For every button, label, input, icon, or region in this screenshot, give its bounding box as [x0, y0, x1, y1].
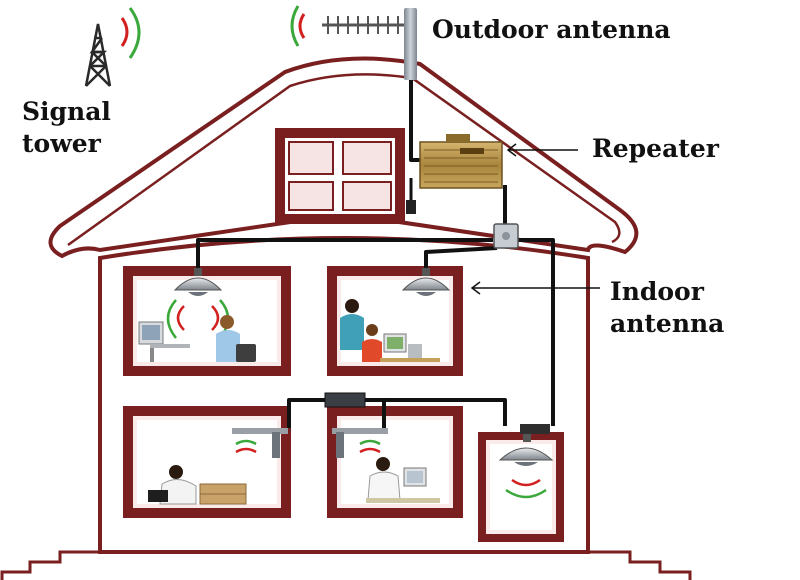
ceiling-antenna-icon: [166, 268, 554, 499]
worker-lower-left: [148, 465, 247, 505]
yagi-antenna-icon: [290, 5, 417, 80]
cable-to-lower-middle: [364, 398, 386, 428]
cable-to-upper-right-antenna: [424, 246, 498, 270]
attic-window: [275, 128, 405, 224]
panel-antenna-lower-left: [232, 428, 288, 458]
antenna-mast: [404, 8, 417, 80]
cable-to-upper-left-antenna: [196, 238, 493, 270]
cable-lower-trunk: [287, 398, 507, 428]
ceiling-antenna-small-room: [498, 424, 554, 499]
signal-tower-label: Signal tower: [22, 96, 111, 160]
repeater-arrow: [506, 143, 578, 157]
roof-inner: [67, 73, 621, 247]
ceiling-antenna-upper-right: [401, 268, 451, 296]
label-arrows: [470, 143, 600, 295]
splitter-icon: [493, 223, 519, 249]
junction-box: [324, 392, 366, 408]
signal-tower-label-line1: Signal: [22, 97, 111, 126]
repeater-label: Repeater: [592, 134, 719, 163]
signal-tower-icon: [84, 7, 141, 87]
cables: [196, 70, 555, 428]
repeater-icon: [406, 134, 503, 214]
wall-panel-antenna-icon: [232, 392, 388, 458]
signal-tower-label-line2: tower: [22, 129, 101, 158]
worker-upper-left: [138, 315, 256, 362]
indoor-antenna-arrow: [470, 281, 600, 295]
cable-main-drop: [518, 238, 555, 426]
indoor-antenna-label-line1: Indoor: [610, 277, 704, 306]
panel-antenna-lower-middle: [332, 428, 388, 458]
indoor-antenna-label: Indoor antenna: [610, 276, 724, 340]
worker-lower-middle: [366, 457, 440, 503]
worker-upper-right: [340, 299, 440, 362]
cable-mast-to-repeater: [409, 70, 420, 162]
indoor-antenna-label-line2: antenna: [610, 309, 725, 338]
office-worker-icon: [138, 299, 440, 505]
outdoor-antenna-label: Outdoor antenna: [432, 15, 671, 44]
front-steps: [0, 550, 692, 580]
ceiling-antenna-upper-left: [166, 268, 230, 339]
